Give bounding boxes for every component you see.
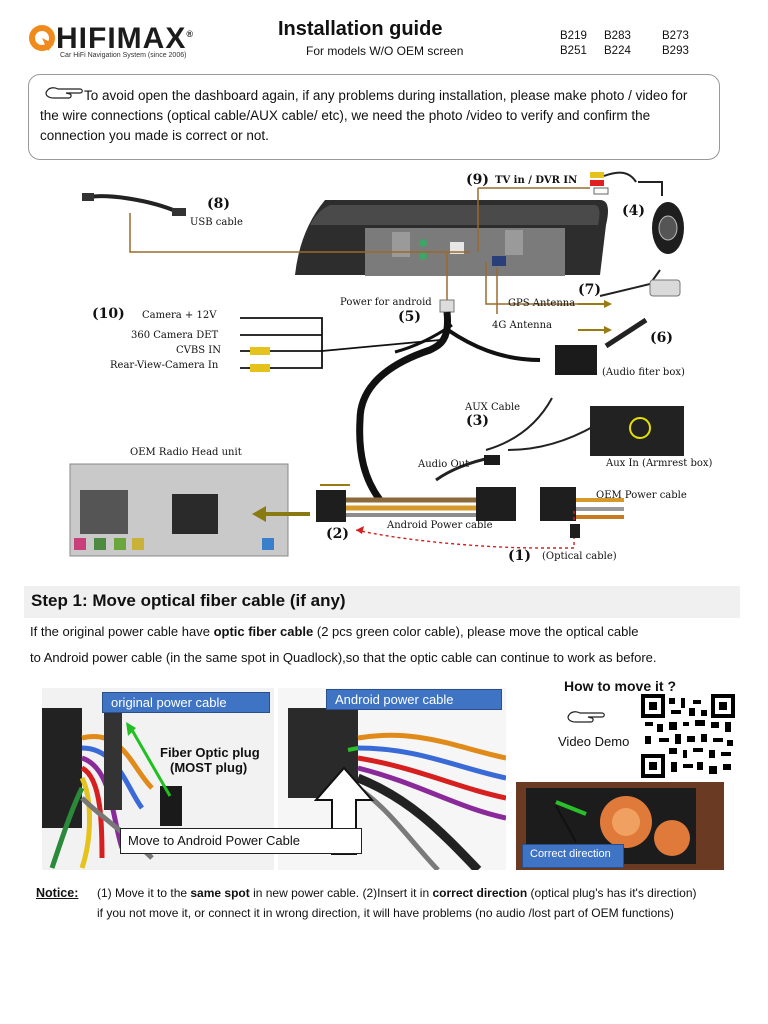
original-cable-tag: original power cable: [102, 692, 270, 713]
android-head-unit: [295, 200, 608, 276]
usb-label: USB cable: [190, 217, 243, 228]
pointing-hand-icon: [567, 711, 605, 723]
step-paragraph-1: If the original power cable have optic f…: [30, 624, 639, 639]
camera-number: (10): [92, 306, 125, 322]
oem-power-label: OEM Power cable: [596, 490, 687, 501]
correct-direction-tag: [522, 844, 624, 868]
rca-number: (4): [622, 203, 645, 219]
4g-number: (6): [650, 330, 673, 346]
oem-radio-head-unit: [69, 463, 289, 557]
fiber-plug-label: Fiber Optic plug: [160, 745, 260, 760]
video-demo-label[interactable]: Video Demo: [558, 734, 630, 749]
step-header-bar: [24, 586, 740, 618]
pointing-hand-icon: [45, 87, 83, 99]
step-paragraph-2: to Android power cable (in the same spot…: [30, 650, 657, 665]
usb-cable: [82, 193, 470, 253]
move-to-label: Move to Android Power Cable: [128, 833, 300, 848]
hifimax-logo-icon: [29, 25, 55, 51]
gps-antenna: [578, 269, 681, 308]
notice-text: To avoid open the dashboard again, if an…: [40, 88, 688, 143]
brand-tagline: Car HiFi Navigation System (since 2006): [60, 52, 187, 59]
step-title: Step 1: Move optical fiber cable (if any…: [31, 591, 346, 610]
tv-label: TV in / DVR IN: [495, 175, 578, 186]
arrow-up-icon: [314, 766, 374, 855]
aux-cable-label: AUX Cable: [465, 402, 521, 413]
power-android-number: (5): [398, 309, 421, 325]
audio-out-label: Audio Out: [418, 459, 470, 470]
aux-in-label: Aux In (Armrest box): [606, 458, 713, 469]
4g-label: 4G Antenna: [492, 320, 552, 331]
rear-camera-label: Rear-View-Camera In: [110, 360, 219, 371]
notice-label: Notice:: [36, 886, 79, 900]
camera-360-label: 360 Camera DET: [131, 330, 219, 341]
rca-connectors: [590, 171, 684, 254]
gps-label: GPS Antenna: [508, 298, 576, 309]
aux-number: (3): [466, 413, 489, 429]
how-to-heading: How to move it ?: [564, 678, 676, 694]
notice-line-1: (1) Move it to the same spot in new powe…: [97, 886, 697, 900]
main-harness: [356, 311, 541, 503]
optical-label: (Optical cable): [542, 551, 617, 562]
camera-12v-label: Camera + 12V: [142, 310, 217, 321]
wiring-diagram: [69, 171, 684, 557]
power-android-label: Power for android: [340, 297, 432, 308]
model-code: B219: [560, 30, 587, 42]
move-to-box: [120, 828, 362, 854]
arrow-left-icon: [252, 506, 266, 522]
qr-code-icon[interactable]: [641, 694, 735, 778]
brand-name: HIFIMAX®: [56, 22, 194, 55]
4g-antenna: [578, 317, 648, 349]
model-code: B273: [662, 30, 689, 42]
tv-number: (9): [466, 172, 489, 188]
most-plug-label: (MOST plug): [170, 760, 248, 775]
armrest-aux-photo: [590, 406, 684, 456]
gps-number: (7): [578, 282, 601, 298]
notice-box: [28, 74, 720, 160]
model-code: B293: [662, 45, 689, 57]
oem-radio-label: OEM Radio Head unit: [130, 447, 242, 458]
android-power-number: (2): [326, 526, 349, 542]
usb-number: (8): [207, 196, 230, 212]
model-code: B251: [560, 45, 587, 57]
notice-line-2: if you not move it, or connect it in wro…: [97, 906, 674, 920]
page-title: Installation guide: [278, 18, 443, 40]
audio-filter-label: (Audio fiter box): [602, 367, 685, 378]
audio-filter-box: [555, 345, 597, 375]
cvbs-label: CVBS IN: [176, 345, 221, 356]
correct-direction-label: Correct direction: [530, 848, 611, 860]
android-power-label: Android Power cable: [387, 520, 493, 531]
android-power-cable: [316, 484, 624, 522]
model-code: B224: [604, 45, 631, 57]
model-code: B283: [604, 30, 631, 42]
android-cable-tag: Android power cable: [326, 689, 502, 710]
optical-number: (1): [508, 548, 531, 564]
page-subtitle: For models W/O OEM screen: [306, 44, 464, 58]
aux-cable: [485, 397, 597, 451]
